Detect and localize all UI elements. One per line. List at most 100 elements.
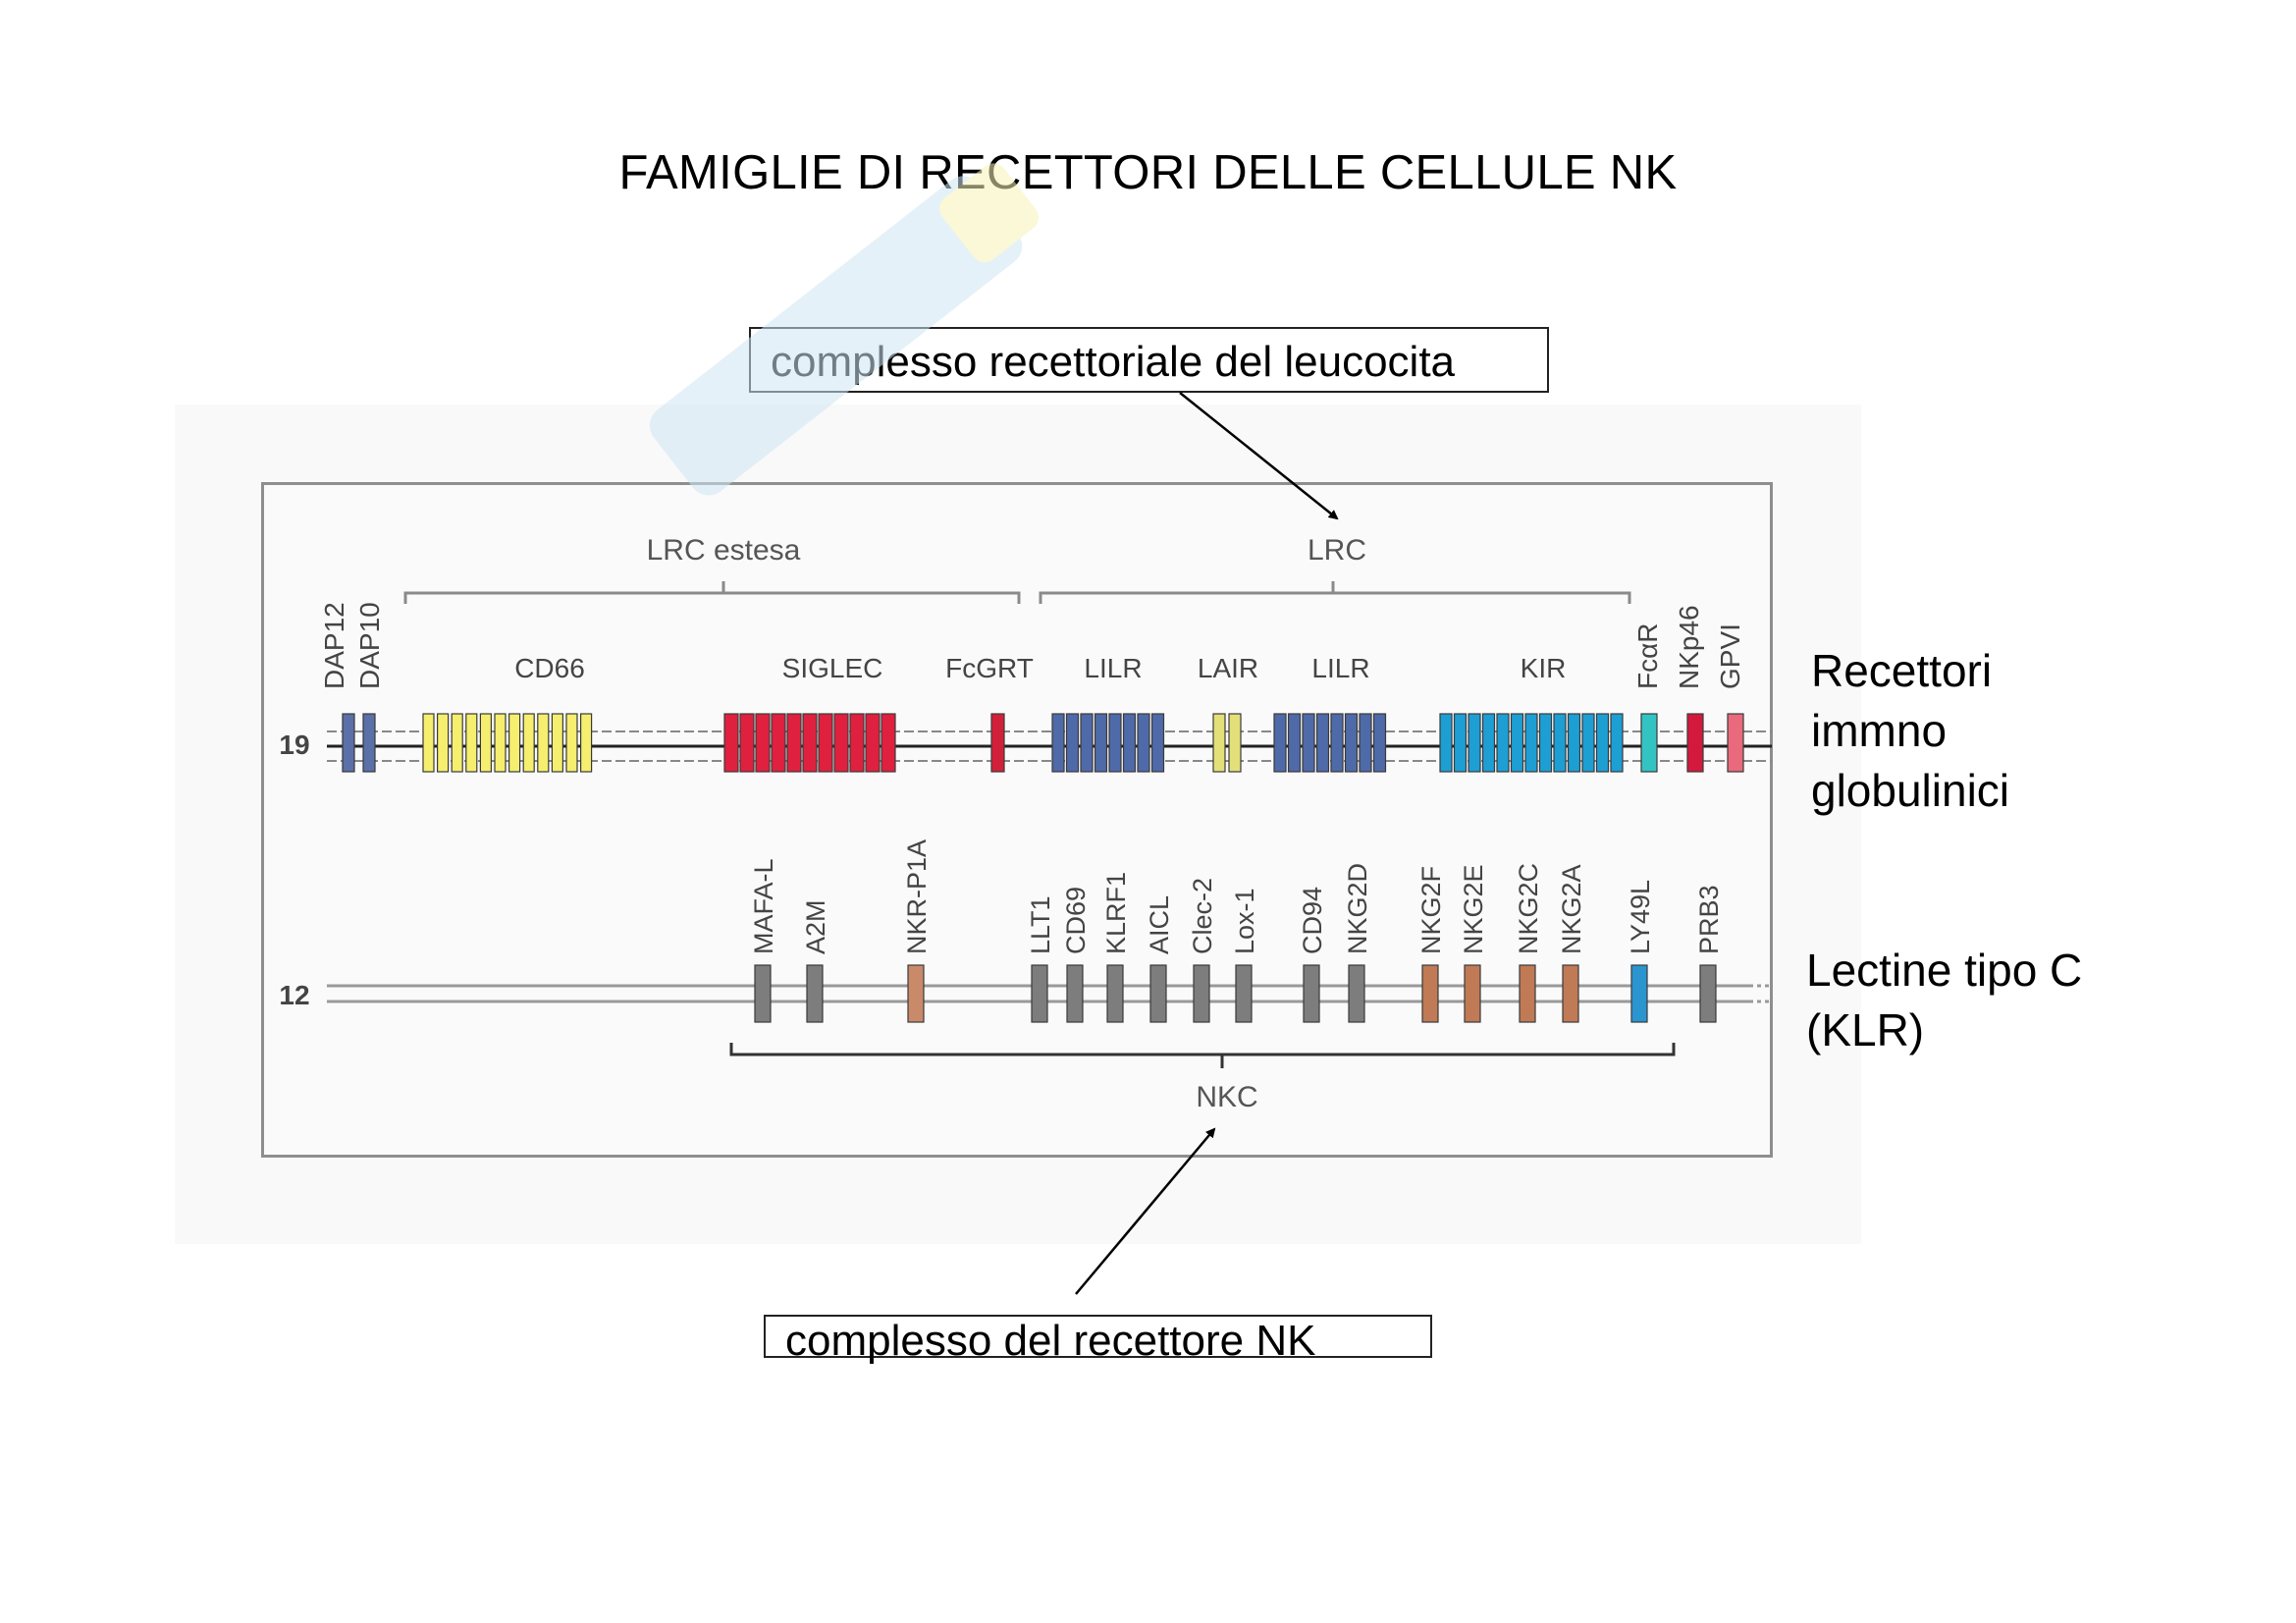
gene-block-siglec bbox=[833, 713, 849, 773]
gene-label-dap10: DAP10 bbox=[354, 602, 385, 689]
gene-block-nkg2c bbox=[1519, 964, 1536, 1023]
gene-block-lilr bbox=[1344, 713, 1359, 773]
gene-label-nkg2d: NKG2D bbox=[1343, 863, 1372, 954]
gene-block-siglec bbox=[723, 713, 739, 773]
gene-block-cd66 bbox=[437, 713, 450, 773]
side-label-immunoglobulin-receptors: Recettori immno globulinici bbox=[1811, 641, 2009, 821]
bracket-nkc bbox=[729, 1043, 1676, 1068]
gene-label-nkp46: NKp46 bbox=[1674, 605, 1704, 689]
gene-label-lox-1: Lox-1 bbox=[1230, 888, 1259, 954]
gene-label-cd94: CD94 bbox=[1298, 887, 1327, 954]
gene-label-nkg2e: NKG2E bbox=[1459, 864, 1488, 954]
page-title: FAMIGLIE DI RECETTORI DELLE CELLULE NK bbox=[618, 146, 1678, 199]
gene-block-kir bbox=[1610, 713, 1624, 773]
gene-label-nkg2f: NKG2F bbox=[1416, 866, 1446, 954]
gene-label-klrf1: KLRF1 bbox=[1101, 872, 1131, 954]
gene-label-clec-2: Clec-2 bbox=[1188, 878, 1217, 954]
side-label-line: Recettori bbox=[1811, 645, 1993, 696]
gene-label-lair: LAIR bbox=[1198, 653, 1258, 683]
gene-label-cd69: CD69 bbox=[1061, 887, 1091, 954]
gene-block-lilr bbox=[1122, 713, 1137, 773]
gene-block-siglec bbox=[849, 713, 865, 773]
gene-block-cd66 bbox=[537, 713, 550, 773]
gene-block-nkp46 bbox=[1686, 713, 1704, 773]
gene-block-lilr bbox=[1372, 713, 1387, 773]
gene-block-cd66 bbox=[522, 713, 535, 773]
gene-block-kir bbox=[1453, 713, 1468, 773]
bracket-lrc bbox=[1039, 581, 1631, 604]
gene-block-lilr bbox=[1359, 713, 1372, 773]
gene-block-kir bbox=[1510, 713, 1524, 773]
gene-block-lair bbox=[1212, 713, 1226, 773]
gene-block-clec-2 bbox=[1193, 964, 1210, 1023]
gene-block-kir bbox=[1581, 713, 1595, 773]
bracket-lrc-extended bbox=[403, 581, 1021, 604]
gene-block-cd66 bbox=[507, 713, 521, 773]
side-label-line: Lectine tipo C bbox=[1806, 945, 2083, 996]
gene-block-siglec bbox=[802, 713, 818, 773]
gene-block-cd66 bbox=[579, 713, 593, 773]
gene-label-cd66: CD66 bbox=[514, 653, 585, 683]
gene-block-siglec bbox=[755, 713, 771, 773]
gene-block-cd66 bbox=[451, 713, 463, 773]
gene-block-klrf1 bbox=[1106, 964, 1124, 1023]
gene-block-lilr bbox=[1302, 713, 1315, 773]
figure-frame bbox=[261, 482, 1773, 1158]
bracket-label-nkc: NKC bbox=[1196, 1081, 1257, 1113]
gene-block-nkg2a bbox=[1562, 964, 1579, 1023]
gene-block-lilr bbox=[1051, 713, 1065, 773]
gene-block-cd66 bbox=[551, 713, 564, 773]
gene-block-cd94 bbox=[1303, 964, 1320, 1023]
gene-label-llt1: LLT1 bbox=[1026, 895, 1055, 954]
gene-block-lilr bbox=[1315, 713, 1330, 773]
gene-block-gpvi bbox=[1727, 713, 1744, 773]
gene-block-kir bbox=[1553, 713, 1567, 773]
gene-block-siglec bbox=[865, 713, 881, 773]
bracket-label-lrc-extended: LRC estesa bbox=[647, 534, 801, 567]
gene-block-lilr bbox=[1287, 713, 1302, 773]
gene-label-fc-r: FcαR bbox=[1632, 622, 1663, 689]
gene-block-lilr bbox=[1273, 713, 1287, 773]
gene-label-lilr: LILR bbox=[1084, 653, 1142, 683]
gene-label-gpvi: GPVI bbox=[1715, 623, 1745, 689]
gene-block-dap12 bbox=[342, 713, 355, 773]
gene-label-lilr: LILR bbox=[1311, 653, 1369, 683]
side-label-line: globulinici bbox=[1811, 765, 2010, 816]
gene-block-lair bbox=[1228, 713, 1242, 773]
arrow-to-lrc bbox=[1179, 392, 1339, 520]
side-label-line: immno bbox=[1811, 705, 1948, 756]
gene-block-lox-1 bbox=[1235, 964, 1253, 1023]
gene-block-dap10 bbox=[362, 713, 376, 773]
chromosome-19-genes bbox=[342, 713, 1744, 773]
arrow-to-nkc bbox=[1075, 1127, 1216, 1295]
gene-block-aicl bbox=[1149, 964, 1167, 1023]
gene-block-nkr-p1a bbox=[907, 964, 925, 1023]
gene-block-lilr bbox=[1080, 713, 1094, 773]
gene-block-siglec bbox=[881, 713, 896, 773]
gene-block-kir bbox=[1538, 713, 1553, 773]
gene-block-fcgrt bbox=[990, 713, 1005, 773]
gene-label-siglec: SIGLEC bbox=[782, 653, 883, 683]
gene-block-cd69 bbox=[1066, 964, 1084, 1023]
gene-block-siglec bbox=[771, 713, 786, 773]
gene-block-lilr bbox=[1330, 713, 1344, 773]
side-label-line: (KLR) bbox=[1806, 1004, 1925, 1055]
gene-block-kir bbox=[1468, 713, 1481, 773]
callout-nk-receptor-complex: complesso del recettore NK bbox=[764, 1315, 1432, 1365]
gene-block-cd66 bbox=[479, 713, 492, 773]
gene-label-kir: KIR bbox=[1521, 653, 1567, 683]
gene-block-mafa-l bbox=[754, 964, 772, 1023]
gene-block-lilr bbox=[1065, 713, 1080, 773]
gene-block-nkg2f bbox=[1421, 964, 1439, 1023]
gene-block-kir bbox=[1439, 713, 1453, 773]
gene-label-dap12: DAP12 bbox=[319, 602, 349, 689]
gene-block-prb3 bbox=[1699, 964, 1717, 1023]
side-label-c-type-lectins: Lectine tipo C (KLR) bbox=[1806, 941, 2082, 1060]
gene-block-llt1 bbox=[1031, 964, 1048, 1023]
gene-block-lilr bbox=[1150, 713, 1165, 773]
chromosome-12-label: 12 bbox=[279, 980, 309, 1010]
gene-block-kir bbox=[1481, 713, 1496, 773]
